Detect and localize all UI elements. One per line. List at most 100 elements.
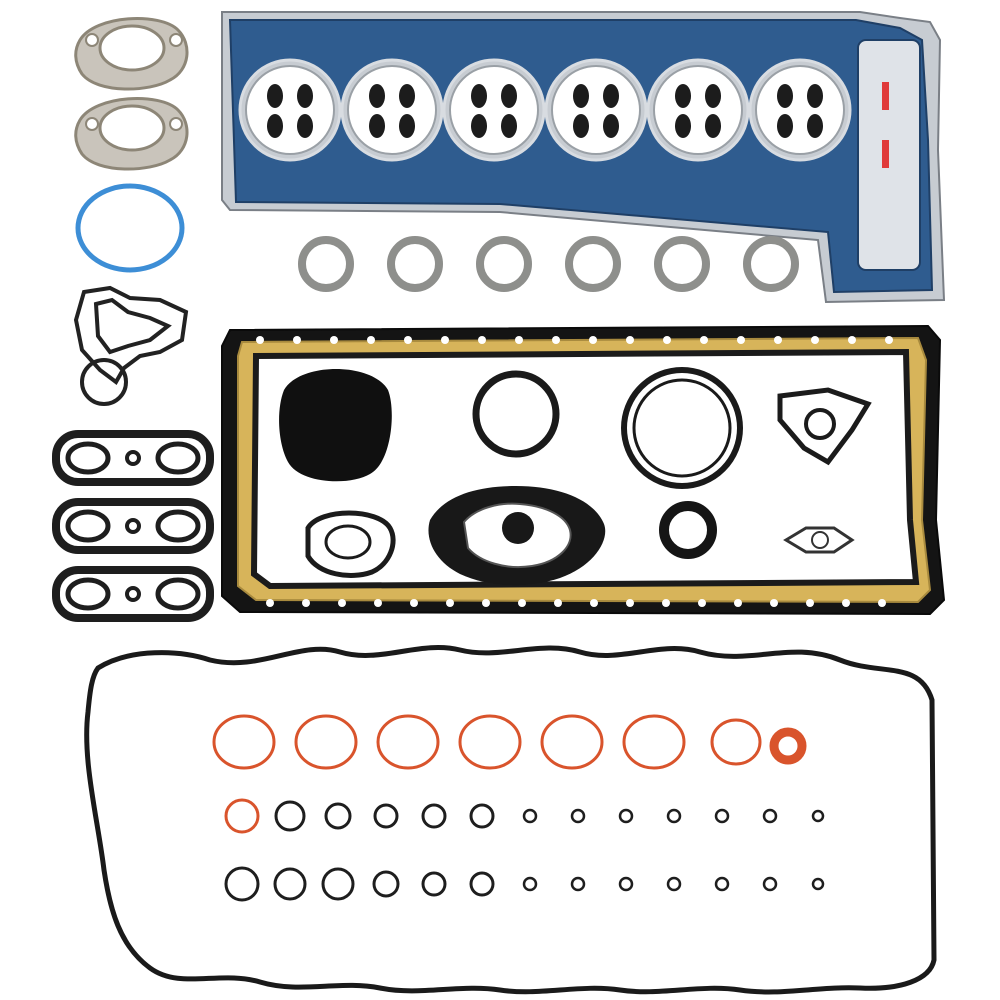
valve-stem-seal	[399, 114, 415, 138]
large-oring	[710, 718, 762, 766]
pan-bolt-hole	[626, 336, 634, 344]
valve-stem-seal	[501, 114, 517, 138]
valve-stem-seal	[807, 84, 823, 108]
small-oring	[714, 808, 730, 824]
pan-bolt-hole	[367, 336, 375, 344]
pan-bolt-hole	[441, 336, 449, 344]
valve-stem-seal	[573, 84, 589, 108]
valve-stem-seal	[675, 84, 691, 108]
pan-bolt-hole	[590, 599, 598, 607]
valve-stem-seal	[777, 84, 793, 108]
pan-bolt-hole	[878, 599, 886, 607]
valve-stem-seal	[399, 84, 415, 108]
small-oring	[618, 876, 634, 892]
cylinder-head-gasket	[221, 11, 946, 304]
intake-port	[155, 441, 201, 475]
intake-port	[65, 509, 111, 543]
spark-plug-tube-seals	[212, 714, 807, 770]
oil-pan-gasket	[221, 324, 946, 616]
intake-port	[155, 577, 201, 611]
valve-stem-seal	[603, 114, 619, 138]
cylinder-bores	[238, 58, 852, 162]
rear-main-seal	[621, 367, 743, 489]
bore	[245, 65, 335, 155]
pan-bolt-hole	[662, 599, 670, 607]
large-oring	[294, 714, 358, 770]
small-metal-gasket	[783, 526, 855, 554]
small-oring	[714, 876, 730, 892]
intake-port	[155, 509, 201, 543]
large-oring	[540, 714, 604, 770]
valve-stem-seal	[369, 114, 385, 138]
water-pump-gasket	[777, 387, 872, 466]
small-oring	[666, 808, 682, 824]
intake-manifold-gaskets	[52, 430, 214, 622]
valve-stem-seal	[675, 114, 691, 138]
intake-port	[65, 441, 111, 475]
small-oring	[666, 876, 682, 892]
small-oring	[224, 798, 260, 834]
pan-bolt-hole	[446, 599, 454, 607]
timing-cover-plug	[279, 369, 392, 482]
pan-bolt-hole	[552, 336, 560, 344]
small-oring	[811, 809, 825, 823]
small-oring	[274, 800, 306, 832]
pan-bolt-hole	[774, 336, 782, 344]
bore	[449, 65, 539, 155]
valve-cover-gasket	[84, 645, 937, 995]
intake-bolt-hole	[125, 586, 141, 602]
pan-bolt-hole	[338, 599, 346, 607]
small-oring	[522, 808, 538, 824]
valve-stem-seal	[705, 84, 721, 108]
small-oring	[618, 808, 634, 824]
bore	[551, 65, 641, 155]
valve-stem-seal	[369, 84, 385, 108]
pan-bolt-hole	[518, 599, 526, 607]
valve-stem-seal	[267, 84, 283, 108]
valve-stem-seal	[297, 84, 313, 108]
pan-bolt-hole	[256, 336, 264, 344]
pan-bolt-hole	[589, 336, 597, 344]
pan-bolt-hole	[410, 599, 418, 607]
pan-bolt-hole	[734, 599, 742, 607]
valve-stem-seal	[603, 84, 619, 108]
exhaust-seal-ring	[654, 236, 710, 292]
exhaust-flange-gasket-bottom	[74, 97, 189, 171]
exhaust-seal-ring	[476, 236, 532, 292]
pan-bolt-hole	[302, 599, 310, 607]
bore	[755, 65, 845, 155]
intake-port	[65, 577, 111, 611]
small-oring	[469, 803, 495, 829]
pan-bolt-hole	[770, 599, 778, 607]
pan-bolt-hole	[626, 599, 634, 607]
exhaust-seal-ring	[387, 236, 443, 292]
pan-bolt-hole	[806, 599, 814, 607]
small-oring	[321, 867, 355, 901]
pan-bolt-hole	[330, 336, 338, 344]
small-oring	[224, 866, 260, 902]
small-oring	[762, 876, 778, 892]
pan-bolt-hole	[404, 336, 412, 344]
oil-pan-bolt-holes	[256, 336, 893, 607]
oil-filler-seal	[769, 727, 807, 765]
small-oring	[373, 803, 399, 829]
blue-oring	[75, 183, 185, 273]
small-oring	[421, 803, 447, 829]
exhaust-port-seal-rings	[298, 236, 799, 292]
valve-stem-seal	[267, 114, 283, 138]
pan-bolt-hole	[698, 599, 706, 607]
small-oring	[570, 808, 586, 824]
oil-pump-cover-gasket	[428, 486, 606, 586]
small-oring	[522, 876, 538, 892]
pan-bolt-hole	[737, 336, 745, 344]
large-oring	[458, 714, 522, 770]
valve-stem-seal	[471, 114, 487, 138]
small-oring	[469, 871, 495, 897]
pan-bolt-hole	[811, 336, 819, 344]
bore	[347, 65, 437, 155]
oil-seal-small	[659, 501, 717, 559]
pan-bolt-hole	[293, 336, 301, 344]
crankshaft-seal-ring	[472, 370, 560, 458]
valve-stem-seal	[573, 114, 589, 138]
